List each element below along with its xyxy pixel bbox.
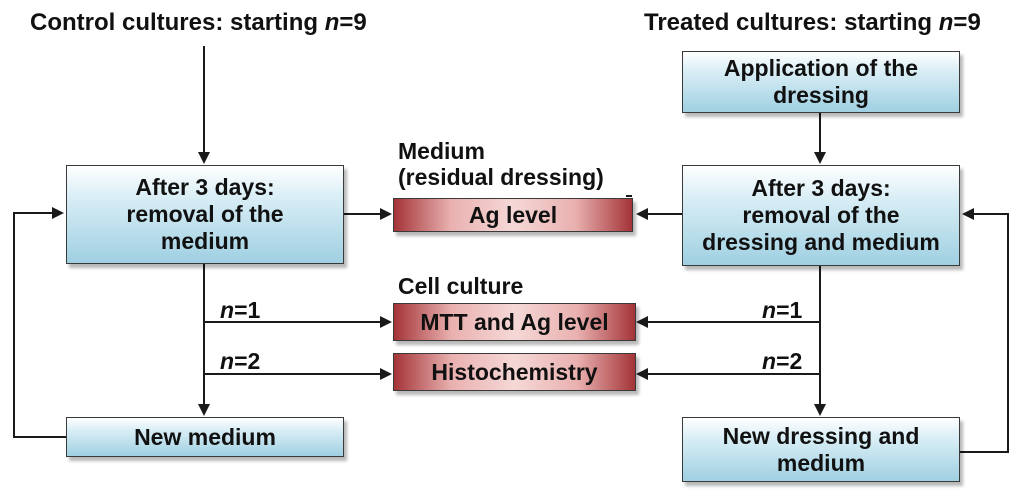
new-dressing-and-medium-box: New dressing and medium [682,417,960,482]
left-n1-label: n=1 [220,297,260,323]
right-n1-value: =1 [776,297,803,323]
right-after3days-line2: removal of the [742,202,900,228]
cell-culture-label: Cell culture [398,273,523,299]
left-n1-value: =1 [234,297,261,323]
left-n2-var: n [220,348,235,374]
control-header-value: =9 [339,9,367,36]
application-line2: dressing [773,82,869,108]
right-n2-var: n [762,348,777,374]
right-n1-label: n=1 [762,297,802,323]
right-n2-label: n=2 [762,348,802,374]
medium-label-line2: (residual dressing) [398,164,604,190]
ag-level-box: Ag level [393,198,633,232]
control-header-n: n [324,9,340,36]
left-after3days-line2: removal of the [126,201,284,227]
histochemistry-box: Histochemistry [393,353,636,391]
medium-label-line1: Medium [398,138,485,164]
control-header-text: Control cultures: starting [30,9,325,36]
left-after-3-days-box: After 3 days: removal of the medium [66,165,344,264]
ag-level-label: Ag level [468,202,558,228]
treated-header-value: =9 [953,9,981,36]
treated-cultures-header: Treated cultures: starting n=9 [644,9,981,37]
treated-header-n: n [938,9,954,36]
application-of-dressing-box: Application of the dressing [682,51,960,113]
left-after3days-line1: After 3 days: [135,174,275,200]
mtt-ag-label: MTT and Ag level [420,309,609,335]
right-after-3-days-box: After 3 days: removal of the dressing an… [682,165,960,266]
left-n2-value: =2 [234,348,261,374]
cell-culture-text: Cell culture [398,273,524,299]
arrow-right-feedback-loop [960,208,1009,453]
control-cultures-header: Control cultures: starting n=9 [30,9,367,37]
left-n1-var: n [220,297,235,323]
histochemistry-label: Histochemistry [431,359,598,385]
new-medium-label: New medium [134,423,276,450]
new-dressing-line1: New dressing and [722,422,920,449]
right-n2-value: =2 [776,348,803,374]
mtt-and-ag-level-box: MTT and Ag level [393,303,636,341]
left-after3days-line3: medium [160,228,250,254]
new-medium-box: New medium [66,417,344,457]
new-dressing-line2: medium [776,449,866,476]
application-line1: Application of the [723,55,919,81]
arrow-left-feedback-loop [13,207,66,438]
treated-header-text: Treated cultures: starting [644,9,939,36]
medium-residual-dressing-label: Medium (residual dressing) [398,138,604,190]
right-after3days-line3: dressing and medium [702,229,940,255]
right-n1-var: n [762,297,777,323]
right-after3days-line1: After 3 days: [751,175,891,201]
left-n2-label: n=2 [220,348,260,374]
